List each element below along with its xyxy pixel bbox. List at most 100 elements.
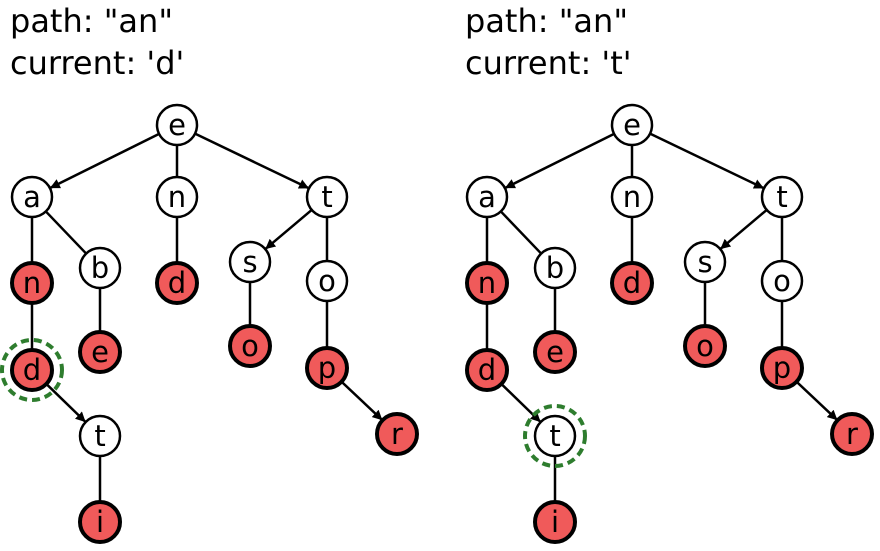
node-label: t <box>549 419 560 453</box>
trie-node: o <box>305 259 349 303</box>
node-label: r <box>391 417 403 451</box>
trie-node: a <box>465 175 509 219</box>
node-circle <box>305 346 349 390</box>
terminal-node: r <box>375 412 419 456</box>
trie-node: e <box>155 103 199 147</box>
node-circle <box>830 412 874 456</box>
trie-node: a <box>10 175 54 219</box>
state-caption: path: "an" current: 't' <box>465 0 632 84</box>
node-circle <box>533 500 577 544</box>
node-label: e <box>168 108 186 142</box>
node-label: n <box>623 180 641 214</box>
state-caption: path: "an" current: 'd' <box>10 0 184 84</box>
trie-node: n <box>610 175 654 219</box>
node-label: d <box>168 266 186 300</box>
node-label: o <box>773 264 791 298</box>
edge-t1-s <box>720 208 768 250</box>
edge-e-t1 <box>194 132 309 190</box>
edge-t1-s <box>265 208 313 250</box>
node-circle <box>465 261 509 305</box>
edge-p-r <box>795 380 838 421</box>
edge-e-a <box>49 132 160 189</box>
edge-p-r <box>340 380 383 421</box>
path-label: path: "an" <box>465 2 629 40</box>
terminal-node: i <box>533 500 577 544</box>
terminal-node: p <box>305 346 349 390</box>
trie-node: t <box>760 175 804 219</box>
current-highlight-ring <box>523 404 587 468</box>
node-circle <box>610 175 654 219</box>
terminal-node: e <box>533 330 577 374</box>
node-label: s <box>242 245 257 279</box>
terminal-node: p <box>760 346 804 390</box>
node-circle <box>375 412 419 456</box>
edge-d2-t2 <box>45 383 86 423</box>
terminal-node: e <box>78 330 122 374</box>
node-circle <box>533 330 577 374</box>
node-label: i <box>96 505 104 539</box>
node-circle <box>533 414 577 458</box>
node-label: a <box>478 180 496 214</box>
edge-e-t1 <box>649 132 764 190</box>
current-node: d <box>0 338 64 402</box>
node-circle <box>760 259 804 303</box>
terminal-node: n <box>465 261 509 305</box>
node-label: p <box>773 351 791 385</box>
node-circle <box>155 103 199 147</box>
terminal-node: i <box>78 500 122 544</box>
node-label: b <box>91 251 109 285</box>
node-circle <box>465 175 509 219</box>
terminal-node: d <box>155 261 199 305</box>
current-label: current: 'd' <box>10 44 185 82</box>
node-circle <box>10 175 54 219</box>
node-label: o <box>696 329 714 363</box>
node-label: n <box>23 266 41 300</box>
node-label: a <box>23 180 41 214</box>
node-label: n <box>168 180 186 214</box>
trie-node: o <box>760 259 804 303</box>
edges <box>485 132 838 502</box>
node-label: o <box>241 329 259 363</box>
terminal-node: n <box>10 261 54 305</box>
node-circle <box>683 324 727 368</box>
trie-node: b <box>533 246 577 290</box>
path-label: path: "an" <box>10 2 174 40</box>
terminal-node: d <box>465 348 509 392</box>
node-label: i <box>551 505 559 539</box>
node-label: e <box>546 335 564 369</box>
node-circle <box>78 246 122 290</box>
trie-node: t <box>78 414 122 458</box>
edge-e-a <box>504 132 615 189</box>
node-label: r <box>846 417 858 451</box>
terminal-node: o <box>228 324 272 368</box>
node-circle <box>683 240 727 284</box>
node-circle <box>610 261 654 305</box>
node-circle <box>78 330 122 374</box>
edge-a-b <box>44 210 88 255</box>
node-circle <box>78 500 122 544</box>
node-circle <box>155 261 199 305</box>
node-label: s <box>697 245 712 279</box>
trie-node: s <box>228 240 272 284</box>
node-circle <box>10 261 54 305</box>
node-circle <box>78 414 122 458</box>
trie-node: b <box>78 246 122 290</box>
node-circle <box>305 259 349 303</box>
edge-a-b <box>499 210 543 255</box>
node-circle <box>228 324 272 368</box>
terminal-node: r <box>830 412 874 456</box>
node-label: e <box>91 335 109 369</box>
node-label: d <box>623 266 641 300</box>
node-circle <box>10 348 54 392</box>
current-label: current: 't' <box>465 44 632 82</box>
trie-node: e <box>610 103 654 147</box>
trie-node: s <box>683 240 727 284</box>
node-circle <box>533 246 577 290</box>
node-label: d <box>478 353 496 387</box>
node-label: o <box>318 264 336 298</box>
node-circle <box>228 240 272 284</box>
